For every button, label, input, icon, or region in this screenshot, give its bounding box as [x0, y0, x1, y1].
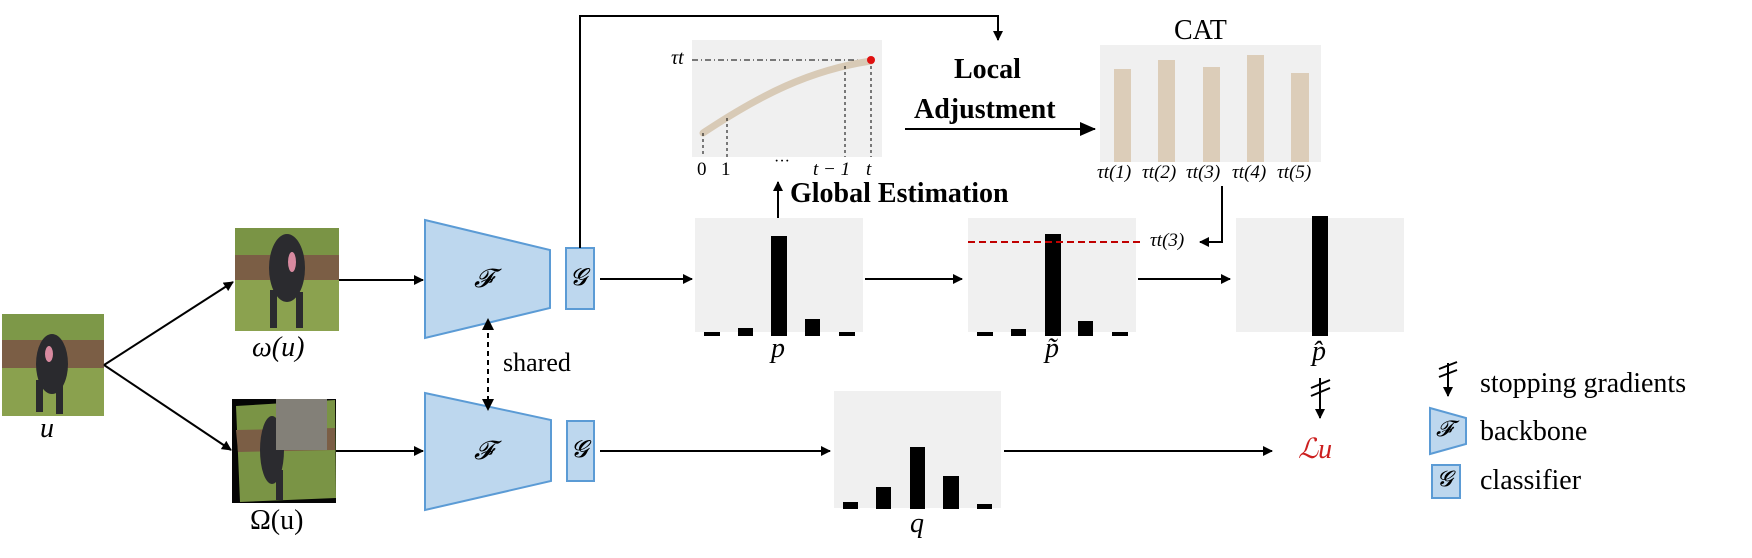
p-hat-label: p̂	[1312, 336, 1326, 367]
curve-tick-t-minus-1: t − 1	[813, 159, 851, 180]
classifier-block-bottom	[566, 420, 595, 482]
loss-label: ℒu	[1298, 434, 1333, 465]
curve-tick-1: 1	[721, 159, 731, 180]
curve-tick-t: t	[866, 159, 872, 180]
classifier-symbol-top: 𝓖	[570, 265, 587, 291]
threshold-curve-chart	[692, 40, 882, 157]
backbone-block-top	[424, 218, 551, 340]
arrow-to-weak	[103, 281, 234, 366]
backbone-block-bottom	[424, 391, 552, 512]
weak-aug-label: ω(u)	[252, 332, 305, 363]
legend-backbone-symbol: 𝓕	[1436, 416, 1453, 441]
cat-bar-label-3: τt(3)	[1186, 162, 1221, 183]
cat-bar-label-4: τt(4)	[1232, 162, 1267, 183]
selected-threshold-label: τt(3)	[1150, 230, 1185, 251]
q-label: q	[910, 508, 924, 539]
strong-aug-label: Ω(u)	[250, 505, 304, 536]
legend-stop-gradient-label: stopping gradients	[1480, 368, 1687, 399]
curve-tick-ellipsis: ···	[774, 153, 790, 170]
original-image	[2, 314, 104, 416]
curve-y-label: τt	[671, 47, 684, 69]
cat-bar-label-2: τt(2)	[1142, 162, 1177, 183]
p-hat-distribution-panel	[1236, 216, 1404, 336]
global-estimation-label: Global Estimation	[790, 178, 1009, 209]
p-label: p	[771, 333, 785, 364]
backbone-symbol-top: 𝓕	[474, 264, 494, 293]
legend-backbone-label: backbone	[1480, 416, 1588, 447]
legend-backbone-icon	[1429, 406, 1467, 456]
arrow-to-strong	[103, 364, 232, 451]
shared-label: shared	[503, 348, 571, 377]
stop-gradient-arrow	[1310, 378, 1331, 419]
legend-stop-gradient-icon	[1438, 361, 1458, 397]
backbone-symbol-bottom: 𝓕	[474, 436, 494, 465]
original-image-label: u	[40, 413, 54, 444]
local-adjustment-label-line2: Adjustment	[914, 94, 1056, 125]
p-tilde-distribution-panel	[968, 218, 1140, 336]
p-tilde-label: p̃	[1045, 333, 1059, 364]
cat-bar-chart	[1100, 45, 1321, 162]
legend-classifier-label: classifier	[1480, 465, 1582, 496]
local-adjustment-label-line1: Local	[954, 54, 1021, 85]
strong-aug-image	[232, 399, 336, 503]
weak-aug-image	[235, 228, 339, 331]
cat-bar-label-1: τt(1)	[1097, 162, 1132, 183]
classifier-symbol-bottom: 𝓖	[571, 437, 588, 463]
feedback-arrow	[579, 15, 1003, 248]
cat-title: CAT	[1174, 15, 1227, 46]
legend-classifier-icon	[1431, 464, 1461, 499]
cat-bar-label-5: τt(5)	[1277, 162, 1312, 183]
threshold-select-arrow	[1199, 186, 1223, 247]
legend-classifier-symbol: 𝓖	[1437, 466, 1453, 491]
curve-tick-0: 0	[697, 159, 707, 180]
q-distribution-panel	[834, 391, 1001, 509]
p-distribution-panel	[695, 218, 863, 336]
